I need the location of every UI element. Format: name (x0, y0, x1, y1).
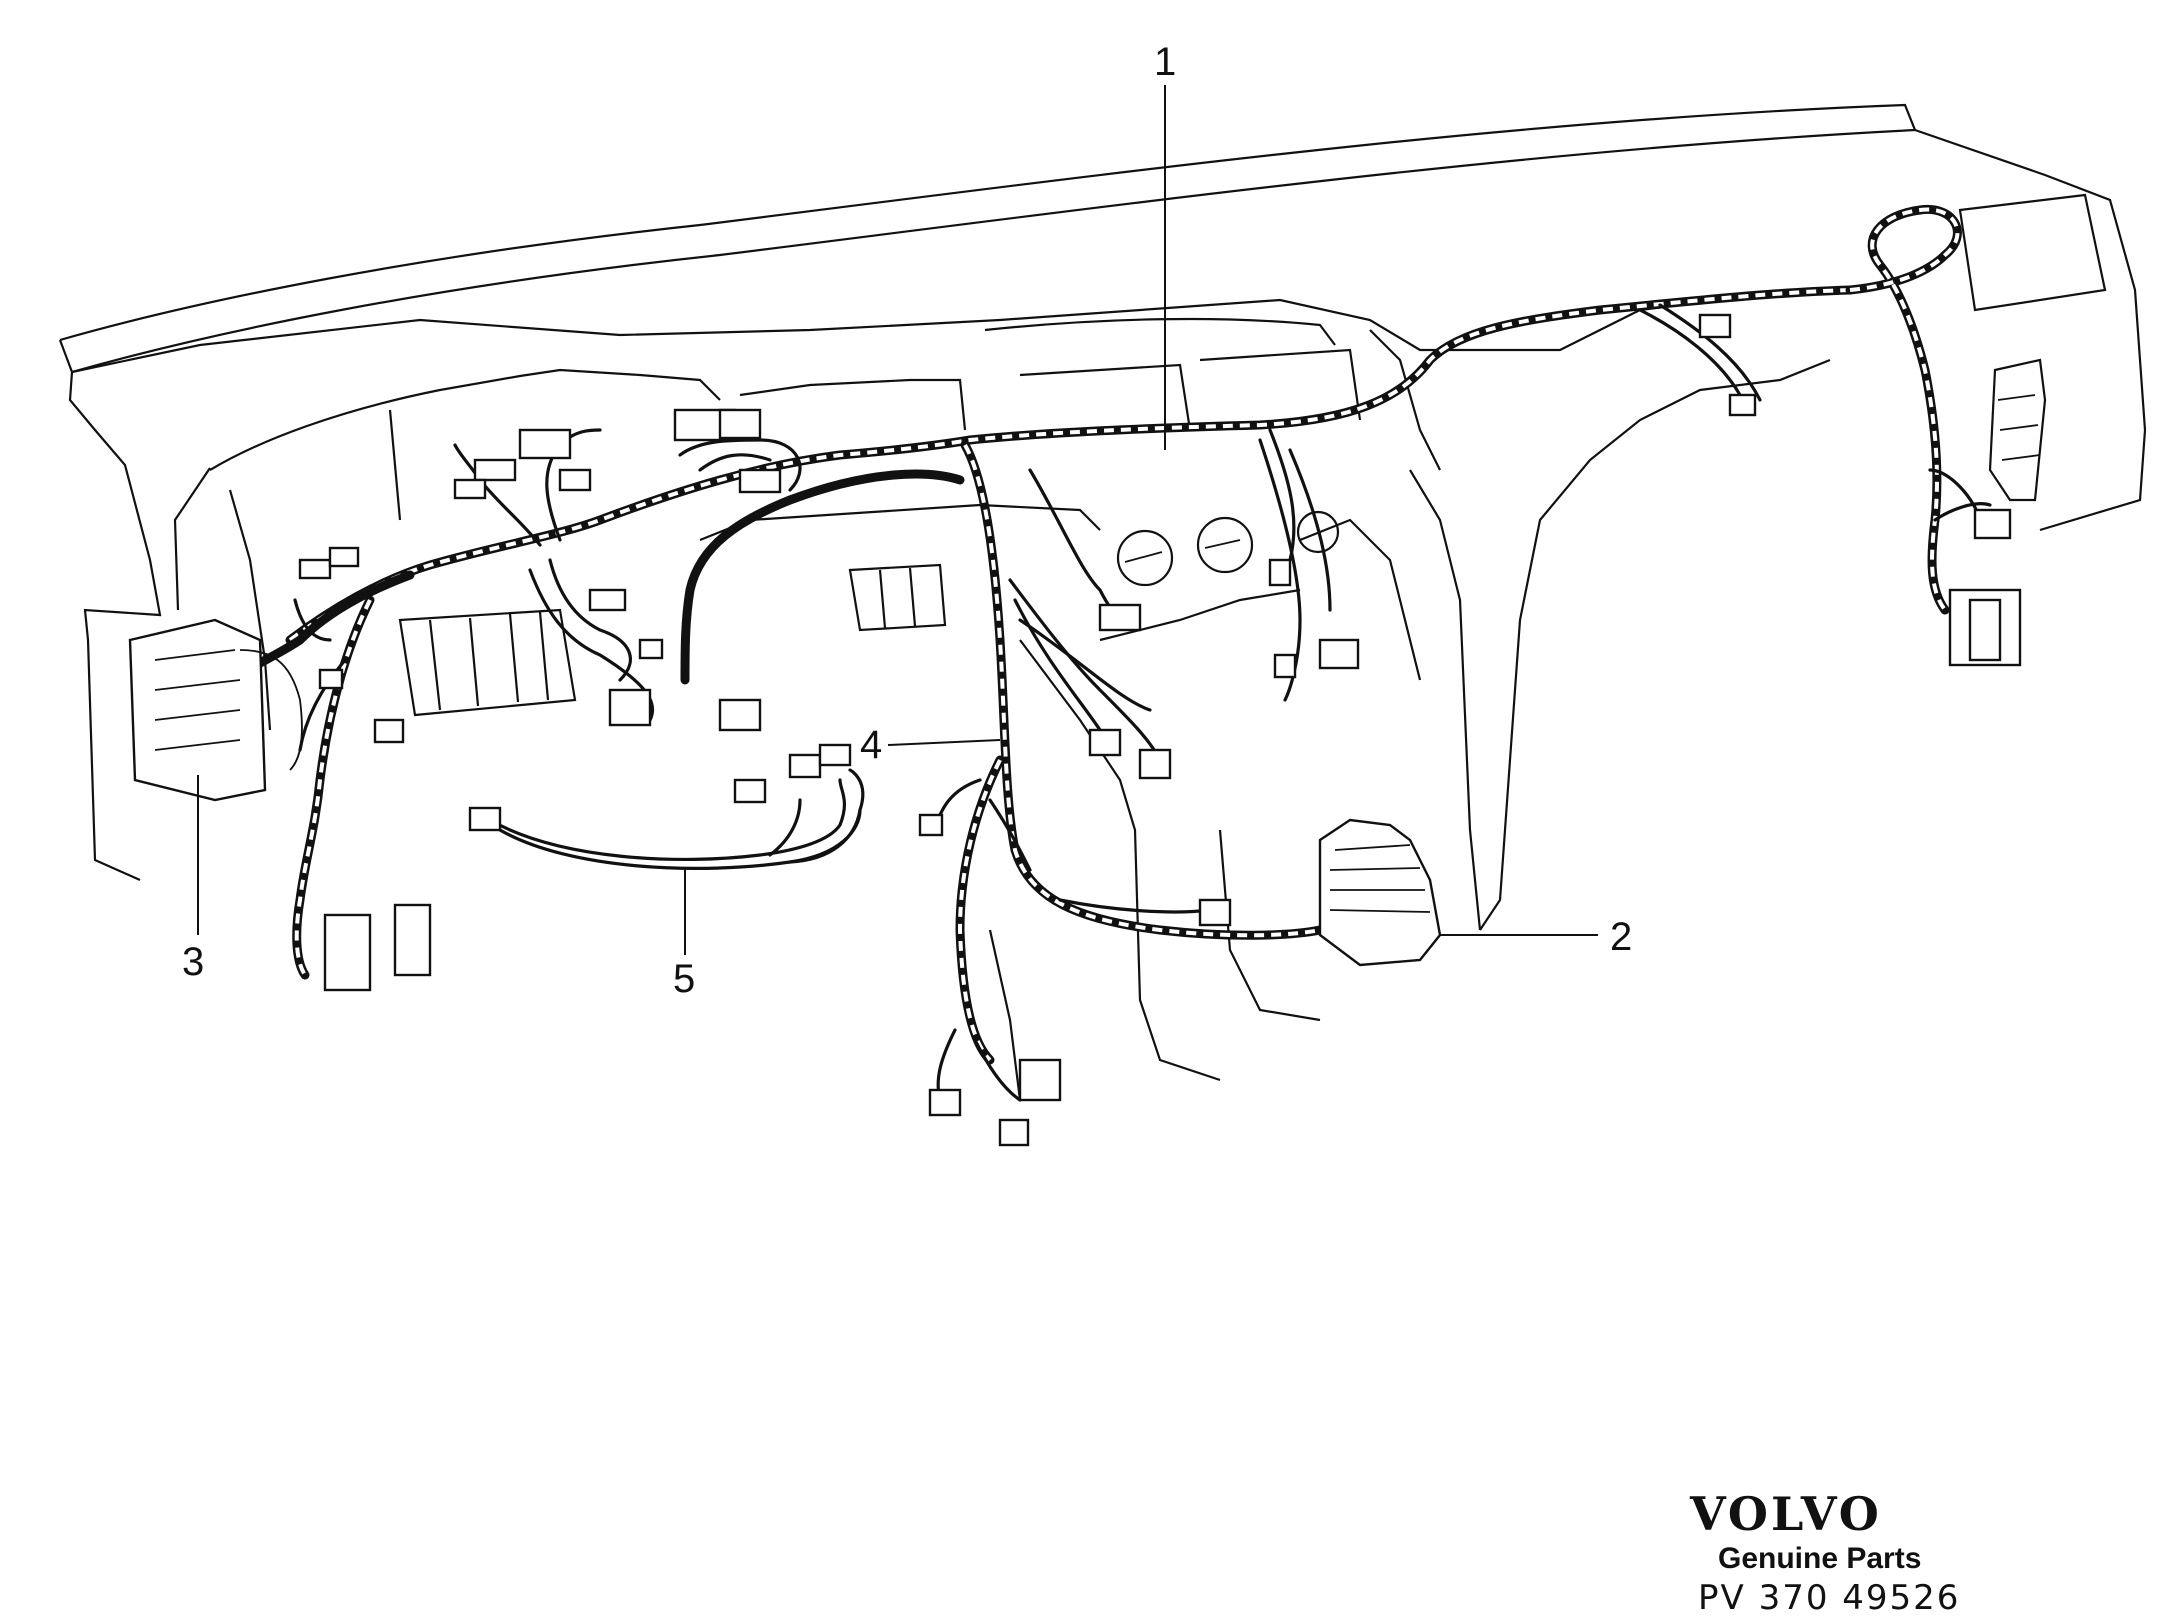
leader-lines (197, 85, 1598, 955)
volvo-logo: VOLVO (1690, 1487, 1882, 1541)
part-code: PV 370 49526 (1698, 1578, 1961, 1618)
callout-2: 2 (1610, 915, 1632, 959)
dashboard-outline (58, 103, 2147, 1101)
connectors (128, 313, 2022, 1147)
callout-3: 3 (182, 940, 204, 984)
branding-block: VOLVO Genuine Parts PV 370 49526 (1690, 1488, 1970, 1618)
callout-5: 5 (673, 957, 695, 1001)
brand-subtitle: Genuine Parts (1718, 1542, 1922, 1575)
main-harness (215, 204, 1962, 1065)
leader-4 (887, 739, 1001, 746)
callout-4: 4 (860, 723, 882, 767)
callout-1: 1 (1154, 40, 1176, 84)
